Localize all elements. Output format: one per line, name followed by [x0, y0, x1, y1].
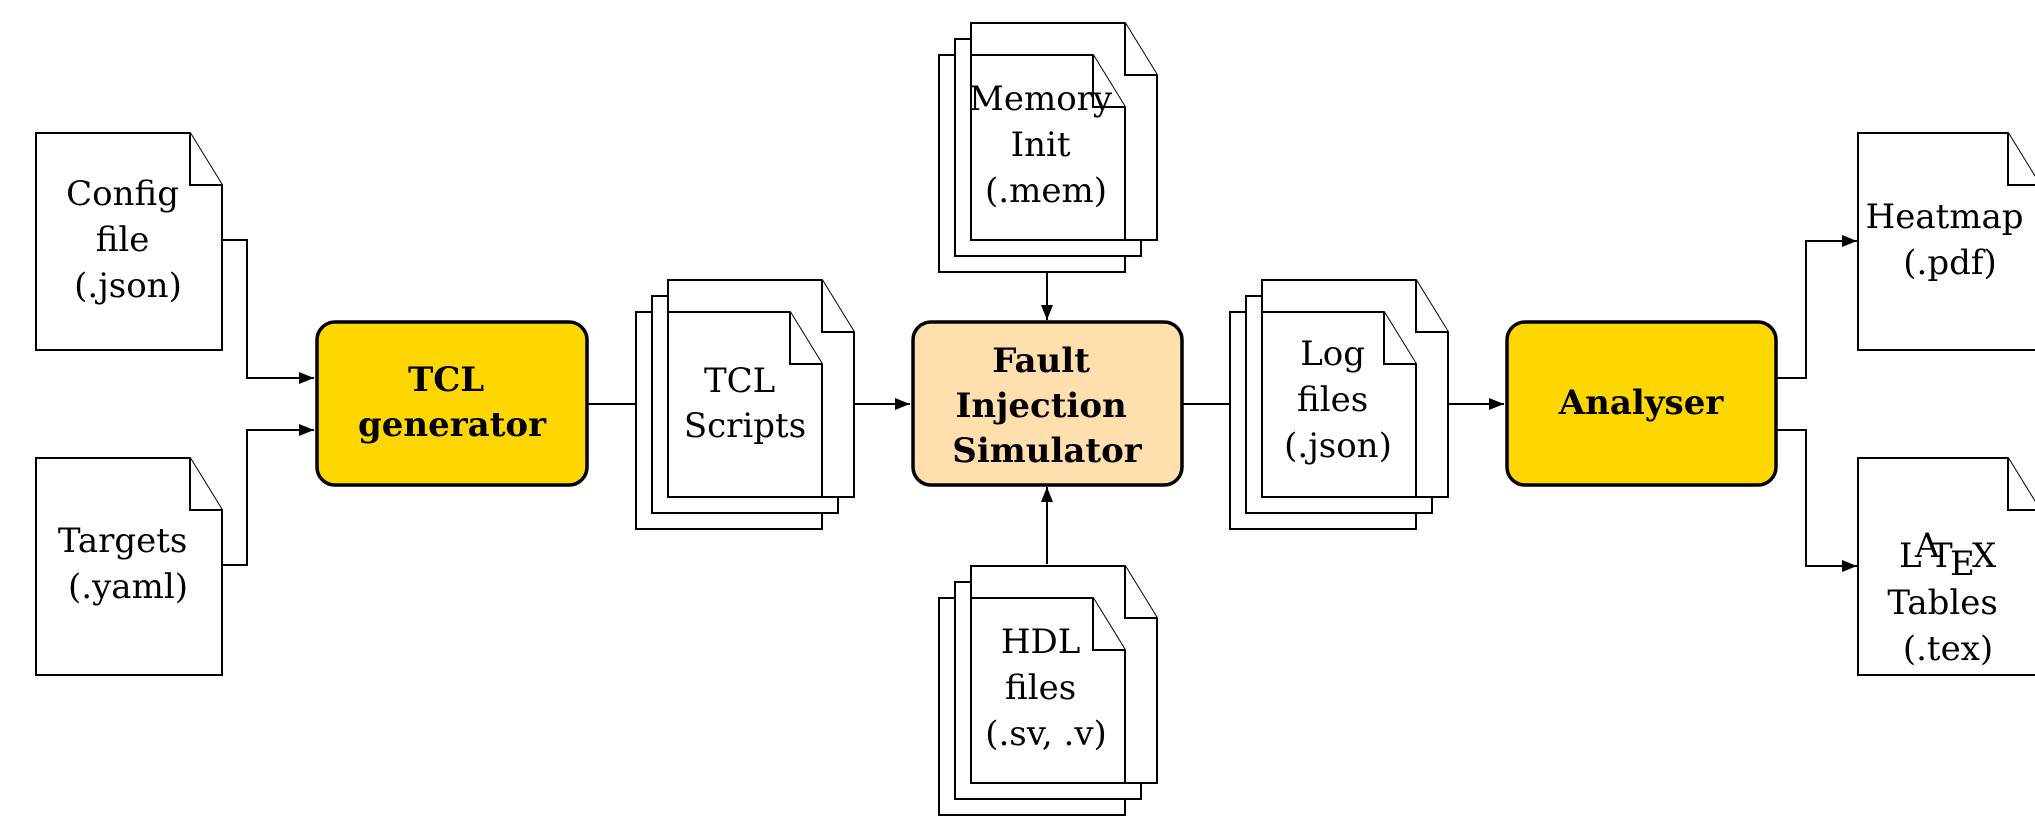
fault-injection-simulator-box: [911, 320, 1184, 487]
heatmap-document: Heatmap (.pdf): [1857, 132, 2035, 351]
latex-tables-line-2: Tables: [1887, 583, 1998, 623]
svg-text:E: E: [1950, 544, 1975, 584]
analyser-process: Analyser: [1505, 320, 1778, 487]
tcl-scripts-line-1: TCL: [704, 361, 775, 401]
svg-text:HDL files (.sv, .v: HDL files (.sv, .v): [985, 622, 1107, 754]
log-files-line-2: files: [1297, 380, 1368, 420]
memory-init-document-stack: Memory Init (.mem): [938, 22, 1158, 273]
tcl-generator-line-2: generator: [358, 405, 547, 445]
svg-text:Log files (.json): Log files (.json): [1284, 334, 1392, 466]
hdl-files-line-1: HDL: [1001, 622, 1081, 662]
arrow-config-to-tcl-generator: [222, 239, 314, 384]
simulator-line-3: Simulator: [952, 431, 1142, 471]
hdl-files-document-stack: HDL files (.sv, .v): [938, 565, 1158, 816]
tcl-generator-box: [315, 320, 589, 487]
hdl-files-line-2: files: [1005, 668, 1076, 708]
simulator-line-1: Fault: [992, 341, 1090, 381]
tcl-generator-line-1: TCL: [408, 360, 484, 400]
config-file-line-3: (.json): [74, 266, 182, 306]
heatmap-line-1: Heatmap: [1866, 197, 2024, 237]
svg-text:Analyser: Analyser: [1558, 383, 1725, 423]
svg-text:Heatmap (.pdf): Heatmap (.pdf): [1866, 197, 2035, 283]
config-file-line-1: Config: [66, 174, 179, 214]
log-files-document-stack: Log files (.json): [1229, 279, 1449, 530]
tcl-generator-process: TCL generator: [315, 320, 589, 487]
tcl-scripts-document-stack: TCL Scripts: [635, 279, 855, 530]
targets-line-1: Targets: [58, 521, 188, 561]
analyser-box: [1505, 320, 1778, 487]
tcl-scripts-line-2: Scripts: [684, 406, 806, 446]
targets-document: Targets (.yaml): [35, 457, 223, 676]
svg-text:TCL Scripts: TCL Scripts: [684, 361, 806, 446]
log-files-line-3: (.json): [1284, 426, 1392, 466]
arrow-targets-to-tcl-generator: [222, 424, 314, 566]
config-file-line-2: file: [96, 220, 150, 260]
svg-text:A: A: [1914, 526, 1940, 566]
heatmap-line-2: (.pdf): [1903, 243, 1996, 283]
latex-tables-document: L A T E X Tables (.tex): [1857, 457, 2035, 676]
arrow-analyser-to-heatmap: [1777, 235, 1857, 379]
memory-init-line-1: Memory: [969, 79, 1113, 119]
memory-init-line-3: (.mem): [985, 171, 1107, 211]
svg-text:TCL generator: TCL generator: [358, 360, 547, 445]
fault-injection-simulator-process: Fault Injection Simulator: [911, 320, 1184, 487]
hdl-files-line-3: (.sv, .v): [985, 714, 1107, 754]
latex-tables-line-3: (.tex): [1903, 629, 1993, 669]
analyser-label: Analyser: [1558, 383, 1725, 423]
svg-text:X: X: [1972, 536, 1997, 576]
svg-text:Fault Injection Si: Fault Injection Simulator: [952, 341, 1142, 471]
connectors: [222, 235, 1857, 572]
targets-line-2: (.yaml): [68, 567, 188, 607]
svg-text:T: T: [1930, 536, 1953, 576]
svg-text:Tables (.tex): Tables (.tex): [1887, 583, 2008, 669]
simulator-line-2: Injection: [955, 386, 1126, 426]
latex-logo: L A T E X: [1899, 526, 1997, 584]
memory-init-line-2: Init: [1011, 125, 1071, 165]
svg-text:Config file (.json: Config file (.json): [66, 174, 190, 306]
svg-text:Memory Init (.mem): Memory Init (.mem): [969, 79, 1123, 211]
config-file-document: Config file (.json): [35, 132, 223, 351]
svg-text:Targets (.yaml): Targets (.yaml): [58, 521, 198, 607]
arrow-analyser-to-latex-tables: [1777, 429, 1857, 572]
svg-text:L: L: [1899, 536, 1922, 576]
log-files-line-1: Log: [1300, 334, 1365, 374]
